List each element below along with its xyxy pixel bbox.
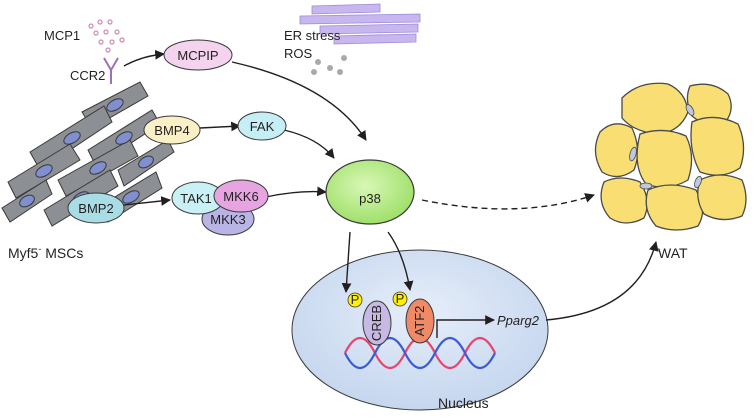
arrow-p38-creb: [341, 231, 352, 293]
nucleus-label: Nucleus: [438, 395, 489, 411]
arrow-p38-atf2: [387, 231, 414, 291]
fak-node: FAK: [237, 111, 287, 141]
ros-label: ROS: [284, 46, 313, 61]
svg-text:P: P: [351, 292, 360, 307]
svg-text:p38: p38: [359, 191, 381, 206]
svg-text:P: P: [396, 291, 405, 306]
transcription-arrow: [436, 315, 495, 338]
bmp2-node: BMP2: [67, 192, 125, 224]
creb-phospho: P: [347, 292, 363, 308]
svg-text:MKK3: MKK3: [210, 212, 245, 227]
atf2-label: ATF2: [412, 306, 427, 337]
creb-protein: CREB: [362, 300, 392, 346]
ros-particles: [311, 55, 347, 75]
arrow-p38-wat: [421, 193, 595, 210]
tak1-node: TAK1: [171, 181, 225, 215]
svg-text:MCPIP: MCPIP: [177, 48, 218, 63]
msc-cells: [1, 81, 175, 227]
wat-label: WAT: [658, 245, 688, 261]
er-stress-label: ER stress: [284, 28, 341, 43]
atf2-phospho: P: [392, 291, 408, 307]
mcp1-label: MCP1: [44, 28, 80, 43]
er-stack-icon: [299, 3, 421, 45]
arrow-mcpip-p38: [231, 61, 367, 141]
p38-node: p38: [325, 159, 415, 225]
arrow-ccr2-mcpip: [123, 49, 165, 67]
svg-text:MKK6: MKK6: [223, 189, 258, 204]
arrow-pparg2-wat: [545, 241, 659, 321]
mcp1-particles: [88, 19, 125, 53]
arrow-mkk-p38: [265, 186, 327, 198]
arrow-bmp2-tak1: [123, 196, 171, 206]
svg-text:BMP4: BMP4: [154, 123, 189, 138]
svg-text:BMP2: BMP2: [78, 201, 113, 216]
ccr2-label: CCR2: [70, 68, 105, 83]
arrow-bmp4-fak: [199, 121, 241, 132]
atf2-protein: ATF2: [405, 298, 435, 344]
creb-label: CREB: [369, 305, 384, 341]
svg-text:FAK: FAK: [250, 119, 275, 134]
svg-text:TAK1: TAK1: [180, 191, 212, 206]
mkk6-node: MKK6: [213, 179, 269, 213]
wat-adipocytes: [594, 82, 747, 231]
pparg2-label: Pparg2: [497, 313, 540, 328]
bmp4-node: BMP4: [143, 115, 201, 145]
ccr2-receptor-icon: [103, 57, 119, 84]
mcpip-node: MCPIP: [163, 39, 233, 71]
wat-nuclei: [629, 104, 702, 190]
msc-label: Myf5- MSCs: [8, 244, 83, 261]
arrow-fak-p38: [283, 129, 335, 159]
